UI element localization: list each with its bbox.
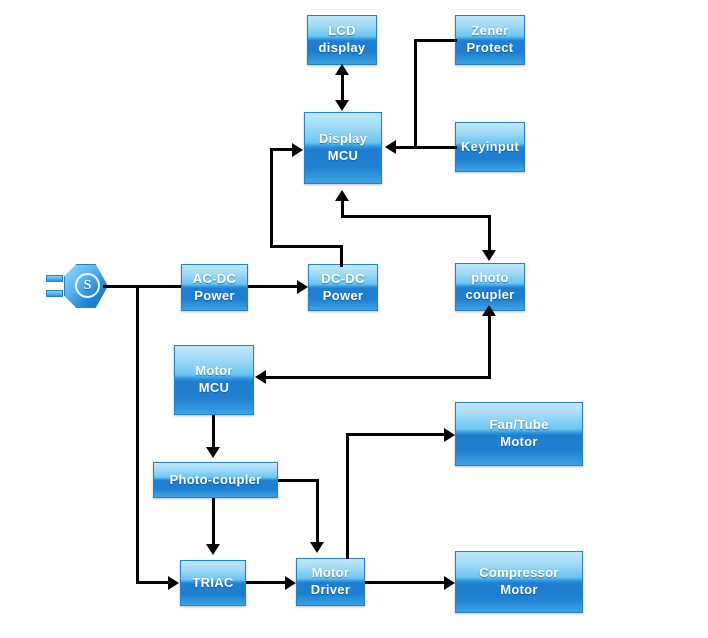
display-mcu-line1: Display: [318, 131, 368, 147]
arrow-mains-to-triac: [168, 576, 179, 590]
fan-tube-motor-line2: Motor: [500, 434, 538, 449]
lcd-display-line1: LCD: [328, 23, 356, 39]
ac-dc-power-line1: AC-DC: [192, 270, 237, 286]
wire-mains-branch-to-triac: [136, 581, 168, 584]
arrow-motor-loop-to-photohigh: [482, 305, 496, 316]
arrow-dcdc-to-display-mcu: [292, 143, 303, 157]
motor-driver-line2: Driver: [310, 582, 351, 597]
fan-tube-motor-line1: Fan/Tube: [489, 417, 549, 433]
block-compressor-motor[interactable]: Compressor Motor: [455, 551, 583, 613]
photo-coupler-high-line1: photo: [471, 270, 509, 286]
zener-protect-line1: Zener: [471, 23, 509, 39]
arrow-motor-driver-to-compressor-motor: [444, 576, 455, 590]
block-lcd-display[interactable]: LCD display: [307, 15, 377, 65]
wire-photohigh-left: [341, 215, 491, 218]
arrow-photolow-to-motor-driver: [310, 542, 324, 553]
arrow-triac-to-motor-driver: [285, 576, 296, 590]
display-mcu-line2: MCU: [327, 148, 359, 163]
motor-mcu-line2: MCU: [198, 380, 230, 395]
wire-photolow-down-to-driver: [316, 479, 319, 544]
triac-label: TRIAC: [192, 574, 234, 590]
zener-protect-line2: Protect: [466, 40, 514, 55]
wire-triac-to-driver: [246, 581, 285, 584]
block-photo-coupler-high[interactable]: photo coupler: [455, 263, 525, 311]
plug-s-label: S: [75, 273, 100, 298]
block-keyinput[interactable]: Keyinput: [455, 122, 525, 172]
block-zener-protect[interactable]: Zener Protect: [455, 15, 525, 65]
block-ac-dc-power[interactable]: AC-DC Power: [181, 264, 248, 311]
lcd-display-line2: display: [318, 40, 366, 55]
motor-driver-line1: Motor: [311, 565, 350, 581]
wire-dcdc-up: [340, 245, 343, 267]
arrow-display-mcu-to-photohigh: [482, 250, 496, 261]
block-fan-tube-motor[interactable]: Fan/Tube Motor: [455, 402, 583, 466]
block-photo-coupler-low[interactable]: Photo-coupler: [153, 462, 278, 498]
wire-dcdc-rise-to-mcu: [270, 148, 273, 248]
wire-mcu-to-photohigh-drop: [488, 232, 491, 252]
block-motor-driver[interactable]: Motor Driver: [296, 558, 365, 606]
wire-dcdc-left: [270, 245, 343, 248]
wire-zener-left: [414, 39, 457, 42]
wire-photohigh-into-mcu: [341, 197, 344, 216]
arrow-lcd-to-mcu: [335, 100, 349, 111]
arrow-photohigh-to-motor-mcu: [255, 370, 266, 384]
arrow-keyinput-to-display-mcu: [385, 140, 396, 154]
photo-coupler-high-line2: coupler: [465, 287, 515, 302]
wire-keyinput-to-mcu: [396, 146, 457, 149]
power-plug-icon[interactable]: S: [46, 264, 108, 308]
wire-zener-down: [414, 39, 417, 148]
block-motor-mcu[interactable]: Motor MCU: [174, 345, 254, 415]
compressor-motor-line2: Motor: [500, 582, 538, 597]
wire-photohigh-to-motormcu: [266, 376, 491, 379]
wire-mains-branch-vertical: [136, 285, 139, 583]
wire-lcd-mcu: [341, 70, 344, 107]
plug-prong-top: [46, 275, 63, 282]
arrow-motor-driver-to-fan-tube-motor: [444, 428, 455, 442]
wire-photolow-to-triac: [212, 498, 215, 546]
block-dc-dc-power[interactable]: DC-DC Power: [308, 264, 378, 311]
wire-photolow-right: [278, 479, 319, 482]
arrow-photohigh-to-display-mcu: [335, 190, 349, 201]
wire-driver-up-to-fan: [346, 433, 349, 559]
plug-prong-bottom: [46, 290, 63, 297]
arrow-motormcu-to-photolow: [206, 447, 220, 458]
wire-dcdc-into-mcu: [270, 148, 292, 151]
ac-dc-power-line2: Power: [194, 287, 235, 303]
wire-photohigh-down-to-motor: [488, 311, 491, 377]
block-display-mcu[interactable]: Display MCU: [304, 112, 382, 184]
compressor-motor-line1: Compressor: [479, 565, 559, 581]
wire-plug-to-acdc: [103, 285, 181, 288]
keyinput-label: Keyinput: [460, 138, 519, 154]
wire-driver-to-compressor: [365, 581, 444, 584]
arrow-acdc-to-dcdc: [297, 280, 308, 294]
dc-dc-power-line1: DC-DC: [321, 270, 365, 286]
arrow-photolow-to-triac: [206, 544, 220, 555]
block-triac[interactable]: TRIAC: [180, 560, 246, 606]
dc-dc-power-line2: Power: [322, 287, 364, 303]
wire-motormcu-to-photolow: [212, 415, 215, 449]
motor-mcu-line1: Motor: [195, 363, 233, 379]
photo-coupler-low-label: Photo-coupler: [169, 471, 262, 487]
wire-acdc-to-dcdc: [248, 285, 297, 288]
arrow-mcu-to-lcd: [335, 64, 349, 75]
wire-driver-to-fan: [346, 433, 444, 436]
